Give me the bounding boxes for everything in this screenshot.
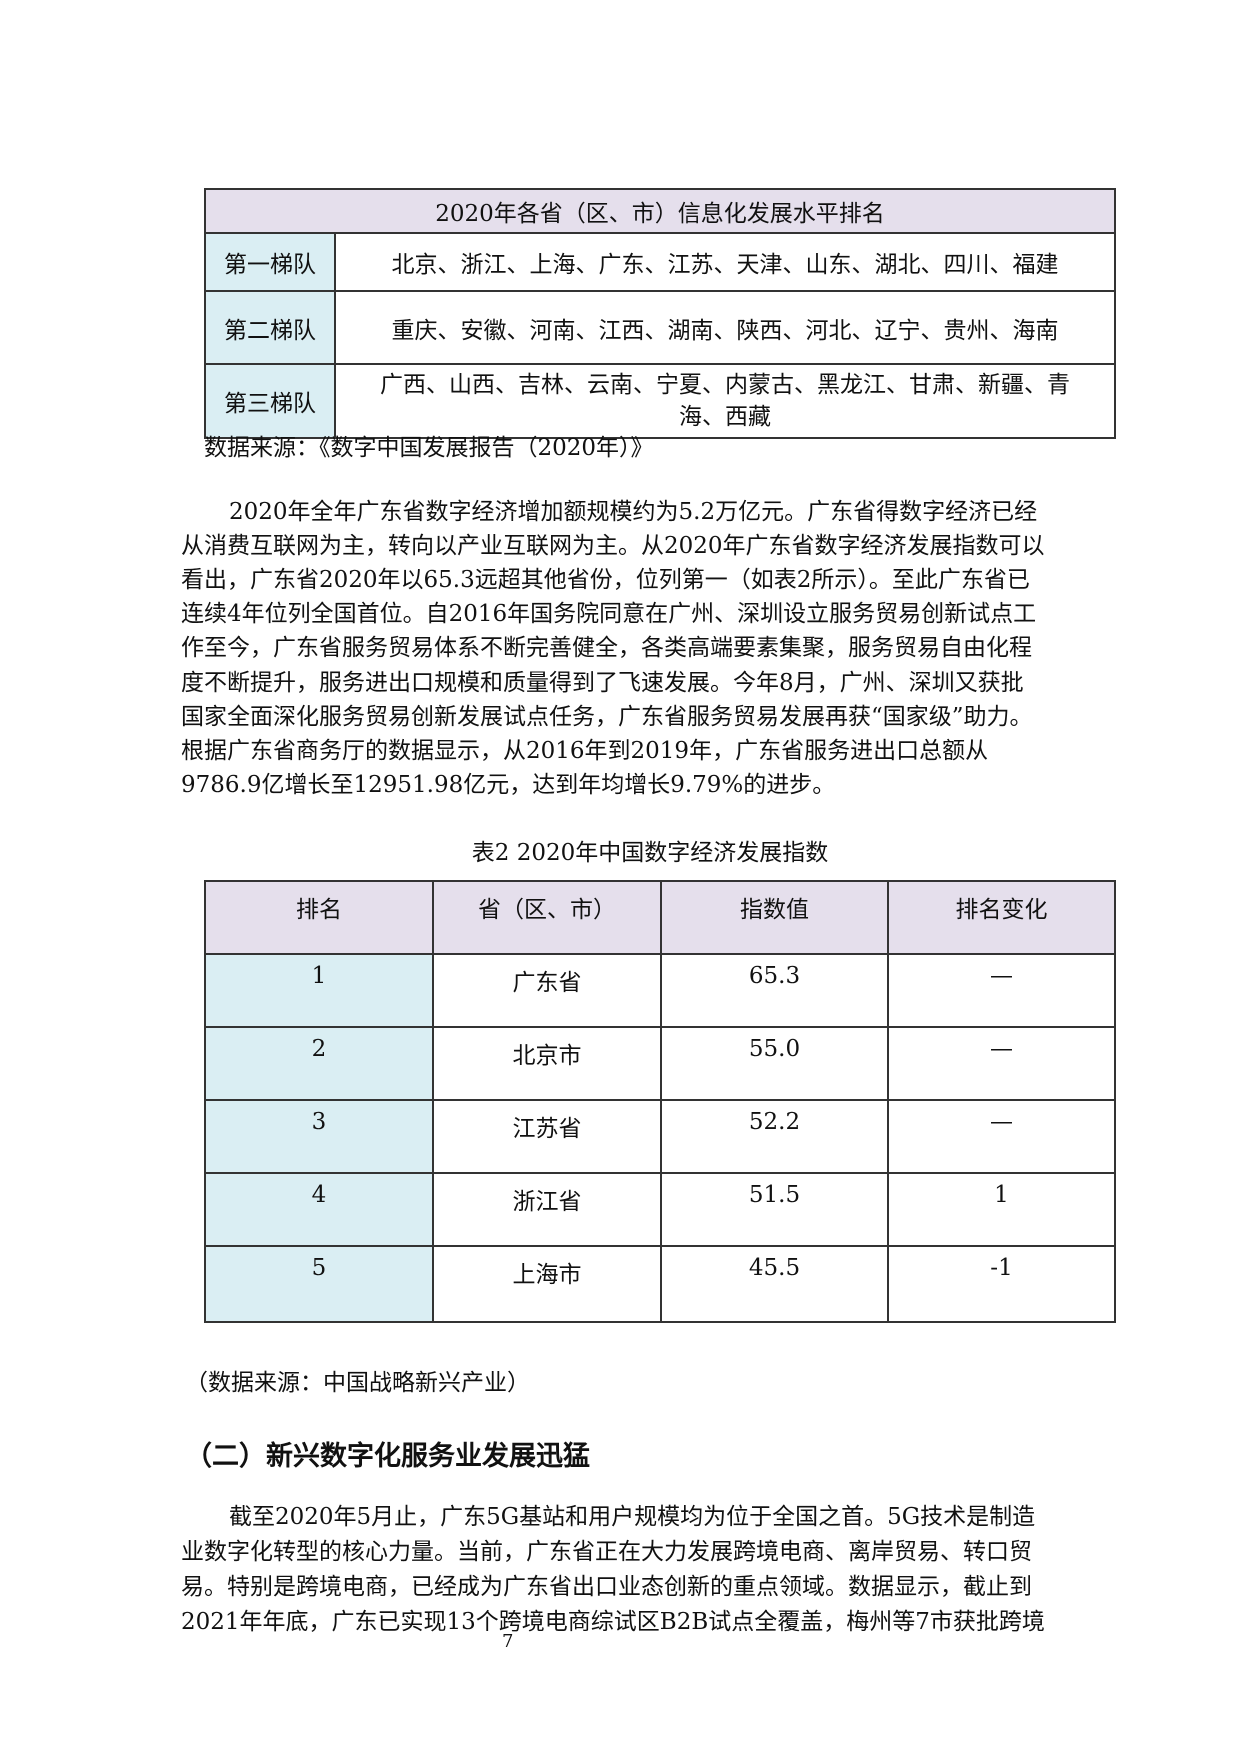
table-row: 1 广东省 65.3 — bbox=[204, 953, 1116, 1028]
page-number: 7 bbox=[502, 1631, 514, 1652]
tier-label: 第三梯队 bbox=[204, 363, 336, 439]
tier-label: 第一梯队 bbox=[204, 232, 336, 292]
table-row: 2 北京市 55.0 — bbox=[204, 1026, 1116, 1101]
column-header: 排名变化 bbox=[887, 880, 1116, 955]
table1-source: 数据来源：《数字中国发展报告（2020年）》 bbox=[204, 435, 654, 461]
table-title: 2020年各省（区、市）信息化发展水平排名 bbox=[203, 188, 1117, 234]
tier-label: 第二梯队 bbox=[204, 290, 336, 365]
table-row: 5 上海市 45.5 -1 bbox=[204, 1245, 1116, 1323]
tier-provinces: 重庆、安徽、河南、江西、湖南、陕西、河北、辽宁、贵州、海南 bbox=[333, 290, 1117, 365]
table-row: 4 浙江省 51.5 1 bbox=[204, 1172, 1116, 1247]
table-row: 3 江苏省 52.2 — bbox=[204, 1099, 1116, 1174]
informatization-ranking-table: 2020年各省（区、市）信息化发展水平排名 第一梯队 北京、浙江、上海、广东、江… bbox=[203, 188, 1117, 439]
digital-economy-index-table: 排名 省（区、市） 指数值 排名变化 1 广东省 65.3 — 2 北京市 55… bbox=[204, 880, 1116, 1323]
table2-source: （数据来源：中国战略新兴产业） bbox=[185, 1370, 530, 1396]
section-heading: （二）新兴数字化服务业发展迅猛 bbox=[185, 1441, 590, 1472]
table-header-row: 排名 省（区、市） 指数值 排名变化 bbox=[204, 880, 1116, 955]
tier-provinces: 北京、浙江、上海、广东、江苏、天津、山东、湖北、四川、福建 bbox=[333, 232, 1117, 292]
tier-provinces: 广西、山西、吉林、云南、宁夏、内蒙古、黑龙江、甘肃、新疆、青海、西藏 bbox=[333, 363, 1117, 439]
column-header: 排名 bbox=[204, 880, 434, 955]
table2-caption: 表2 2020年中国数字经济发展指数 bbox=[471, 840, 829, 866]
column-header: 省（区、市） bbox=[432, 880, 662, 955]
column-header: 指数值 bbox=[660, 880, 889, 955]
